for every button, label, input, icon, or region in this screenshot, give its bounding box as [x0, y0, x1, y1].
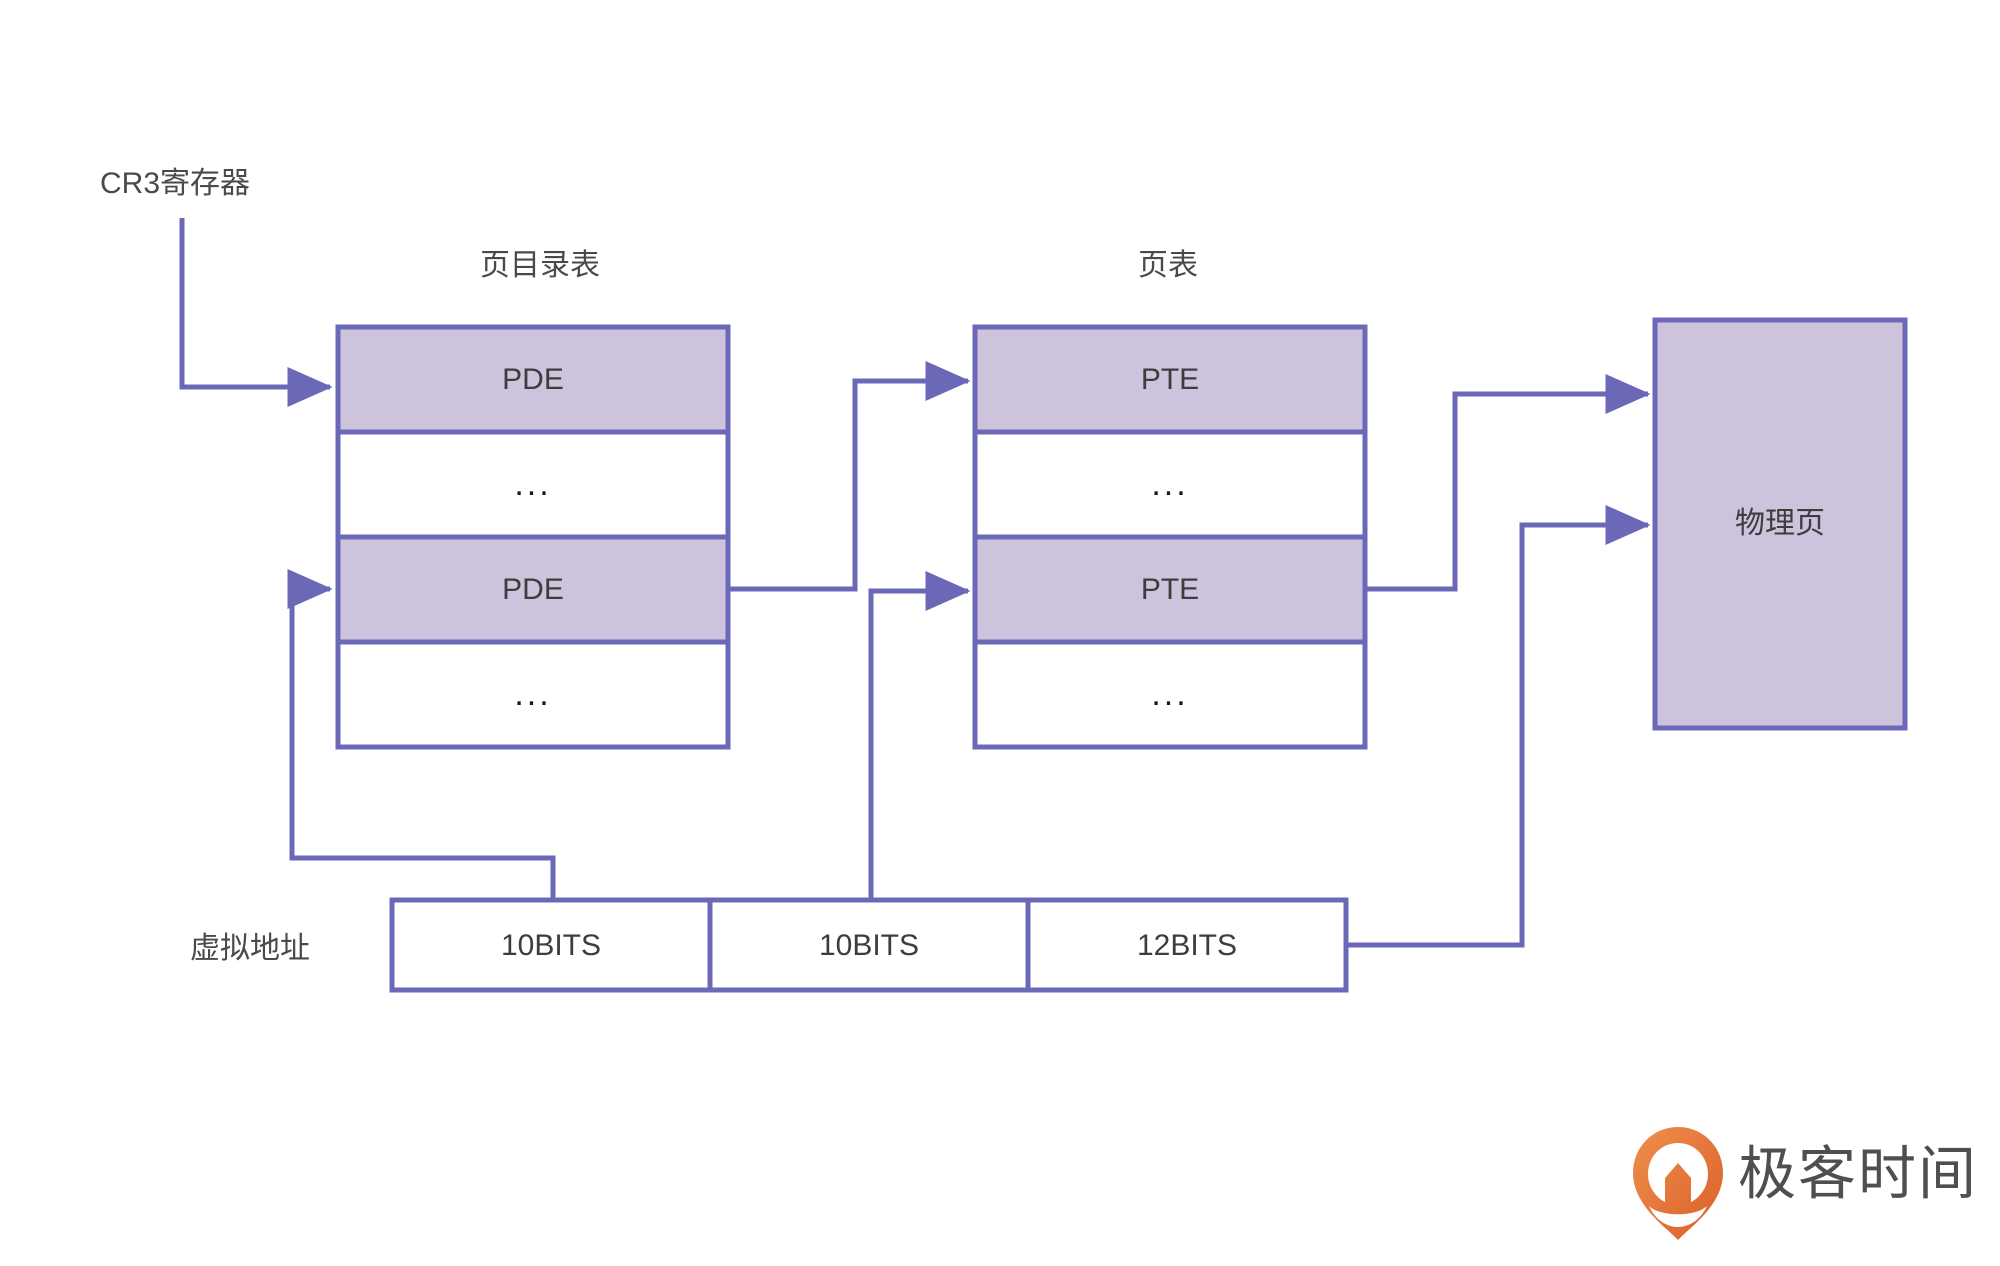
pde-row-2-label: PDE — [502, 573, 564, 606]
pte-row-1-label: ... — [1151, 465, 1188, 503]
pde-row-0-label: PDE — [502, 363, 564, 396]
pde-row-3-cell[interactable] — [335, 639, 731, 750]
pte-row-2-label: PTE — [1141, 573, 1199, 606]
geektime-watermark: 极客时间 — [1633, 1127, 1978, 1240]
connector-pte2-to-physical-page — [1365, 374, 1651, 592]
pde-row-1-cell[interactable] — [335, 429, 731, 540]
virtual-address-label: 虚拟地址 — [190, 932, 310, 965]
connector-va0-to-pde2 — [287, 569, 556, 898]
pde-row-0-cell[interactable] — [335, 324, 731, 435]
page-directory-table-header: 页目录表 — [480, 249, 600, 282]
cr3-register-label: CR3寄存器 — [100, 167, 250, 200]
va-field-0-label: 10BITS — [501, 929, 601, 962]
pde-row-1-label: ... — [514, 465, 551, 503]
va-field-2-label: 12BITS — [1137, 929, 1237, 962]
pte-row-0-label: PTE — [1141, 363, 1199, 396]
va-field-0-cell[interactable] — [389, 897, 713, 993]
va-field-2-cell[interactable] — [1025, 897, 1349, 993]
virtual-address-bar: 10BITS 10BITS 12BITS — [389, 897, 1349, 993]
page-table: PTE ... PTE ... — [972, 324, 1368, 750]
connector-pde2-to-pte1 — [728, 361, 971, 592]
pte-row-3-cell[interactable] — [972, 639, 1368, 750]
geektime-pin-logo-icon — [1633, 1127, 1723, 1240]
va-field-1-label: 10BITS — [819, 929, 919, 962]
pte-row-1-cell[interactable] — [972, 429, 1368, 540]
physical-page-label: 物理页 — [1735, 507, 1825, 540]
geektime-brand-text: 极客时间 — [1738, 1141, 1978, 1206]
physical-page-box[interactable]: 物理页 — [1652, 317, 1908, 731]
page-table-header: 页表 — [1138, 249, 1198, 282]
pte-row-3-label: ... — [1151, 675, 1188, 713]
connector-va2-to-physical-page — [1346, 505, 1651, 948]
connector-cr3-to-pde1 — [179, 218, 333, 407]
connector-va1-to-pte2 — [868, 571, 971, 898]
physical-page-rect[interactable] — [1652, 317, 1908, 731]
pde-row-3-label: ... — [514, 675, 551, 713]
page-directory-table: PDE ... PDE ... — [335, 324, 731, 750]
